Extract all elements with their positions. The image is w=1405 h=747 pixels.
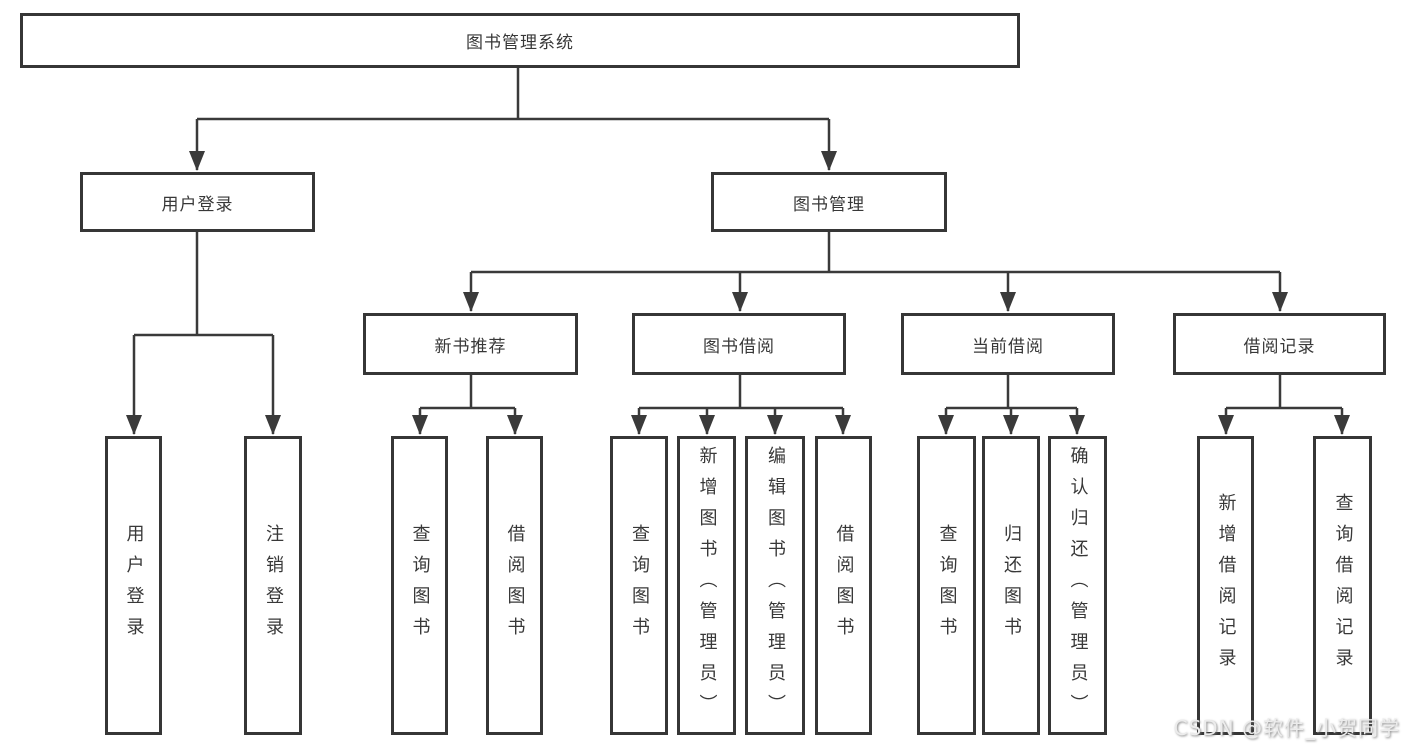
leaf-label: 新增图书（管理员） (696, 446, 718, 725)
leaf-label: 查询图书 (629, 523, 650, 648)
leaf-query-books-current: 查询图书 (917, 436, 976, 735)
leaf-query-books-borrowing: 查询图书 (610, 436, 668, 735)
leaf-label: 编辑图书（管理员） (765, 446, 786, 725)
leaf-label: 确认归还（管理员） (1067, 446, 1089, 725)
leaf-add-book-admin: 新增图书（管理员） (677, 436, 736, 735)
leaf-user-login: 用户登录 (105, 436, 162, 735)
leaf-borrow-books-borrowing: 借阅图书 (815, 436, 872, 735)
leaf-label: 查询图书 (409, 523, 431, 648)
leaf-query-borrow-record: 查询借阅记录 (1313, 436, 1372, 735)
node-current-borrowing: 当前借阅 (901, 313, 1115, 375)
leaf-query-books-recommend: 查询图书 (391, 436, 448, 735)
connector-skeleton (134, 68, 1342, 410)
node-book-management: 图书管理 (711, 172, 947, 232)
connector-arrows (126, 119, 1350, 435)
leaf-return-books: 归还图书 (982, 436, 1040, 735)
leaf-label: 借阅图书 (504, 523, 526, 648)
csdn-watermark: CSDN @软件_小贺同学 (1173, 716, 1400, 740)
node-borrowing-records: 借阅记录 (1173, 313, 1386, 375)
node-book-borrowing: 图书借阅 (632, 313, 846, 375)
leaf-confirm-return-admin: 确认归还（管理员） (1048, 436, 1107, 735)
leaf-label: 用户登录 (123, 523, 145, 648)
node-new-book-recommendation: 新书推荐 (363, 313, 578, 375)
leaf-label: 归还图书 (1001, 523, 1022, 648)
leaf-label: 查询图书 (936, 523, 958, 648)
node-root: 图书管理系统 (20, 13, 1020, 68)
leaf-label: 注销登录 (263, 523, 284, 648)
leaf-label: 新增借阅记录 (1215, 492, 1237, 679)
leaf-edit-book-admin: 编辑图书（管理员） (745, 436, 805, 735)
leaf-label: 借阅图书 (833, 523, 855, 648)
leaf-label: 查询借阅记录 (1332, 492, 1354, 679)
node-user-login: 用户登录 (80, 172, 315, 232)
leaf-add-borrow-record: 新增借阅记录 (1197, 436, 1254, 735)
leaf-logout: 注销登录 (244, 436, 302, 735)
leaf-borrow-books-recommend: 借阅图书 (486, 436, 543, 735)
